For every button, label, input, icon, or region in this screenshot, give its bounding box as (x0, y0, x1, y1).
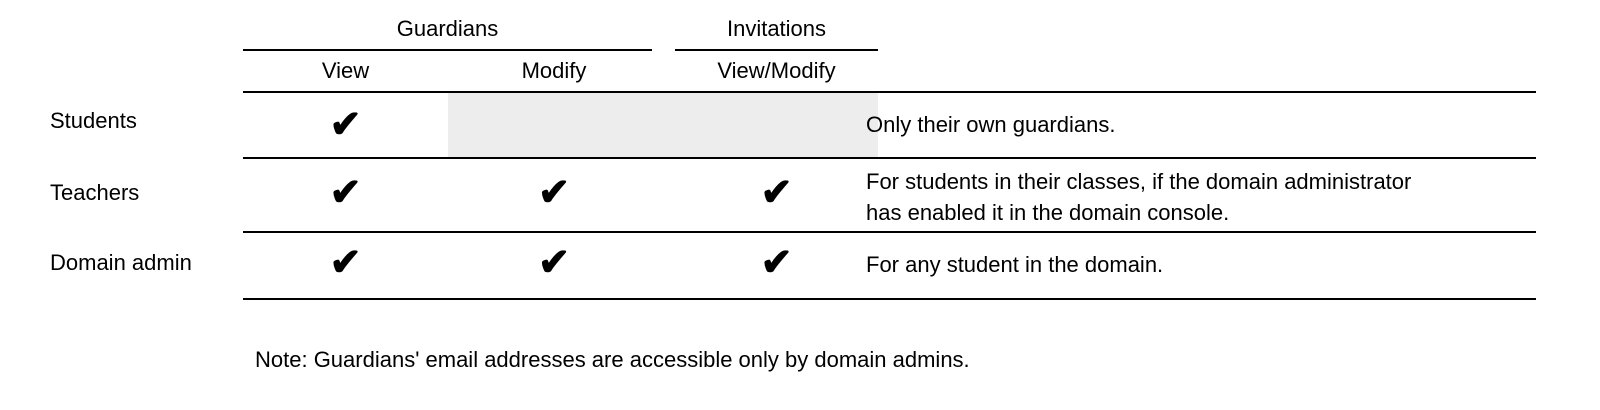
invitations-underline (675, 49, 878, 51)
checkmark-icon: ✔ (329, 172, 362, 214)
footnote: Note: Guardians' email addresses are acc… (255, 347, 970, 372)
row-note-teachers-line-2: has enabled it in the domain console. (866, 200, 1230, 225)
row-note-teachers-line-1: For students in their classes, if the do… (866, 169, 1412, 194)
header-separator-rule (243, 91, 1536, 93)
checkmark-icon: ✔ (329, 104, 362, 146)
guardians-underline (243, 49, 652, 51)
column-header-view-modify: View/Modify (717, 58, 836, 83)
checkmark-icon: ✔ (538, 172, 570, 214)
row-label-teachers: Teachers (50, 180, 140, 205)
column-group-label-guardians: Guardians (396, 16, 499, 41)
checkmark-icon: ✔ (760, 172, 793, 214)
row-separator-rule (243, 231, 1536, 233)
students-disabled-cell (448, 93, 878, 157)
row-label-students: Students (50, 108, 137, 133)
column-group-label-invitations: Invitations (726, 16, 827, 41)
checkmark-icon: ✔ (329, 242, 362, 284)
row-note-teachers: For students in their classes, if the do… (866, 166, 1526, 228)
row-label-domain-admin: Domain admin (50, 250, 192, 275)
column-header-modify: Modify (521, 58, 587, 83)
row-note-domain-admin: For any student in the domain. (866, 252, 1164, 277)
row-note-students: Only their own guardians. (866, 112, 1116, 137)
row-separator-rule (243, 157, 1536, 159)
column-header-view: View (321, 58, 370, 83)
table-bottom-rule (243, 298, 1536, 300)
checkmark-icon: ✔ (760, 242, 793, 284)
checkmark-icon: ✔ (538, 242, 570, 284)
